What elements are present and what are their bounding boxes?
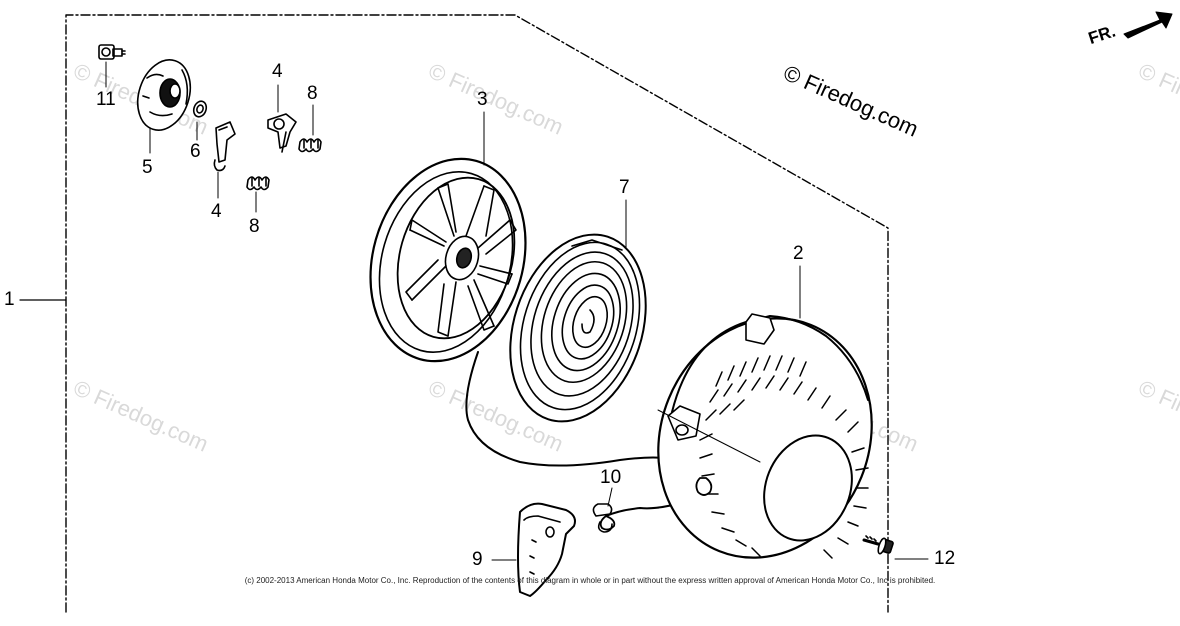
callout-9: 9	[472, 549, 483, 570]
starter-rope	[465, 351, 708, 517]
part-9-grip	[517, 502, 576, 597]
callout-2: 2	[793, 243, 804, 264]
callout-6: 6	[190, 141, 201, 162]
callout-3: 3	[477, 89, 488, 110]
part-2-starter-case	[657, 313, 873, 559]
part-3-reel	[369, 157, 527, 363]
callout-12: 12	[934, 548, 956, 569]
part-11-bolt	[98, 44, 126, 60]
part-7-spring	[509, 233, 647, 423]
fr-arrow-icon	[1123, 11, 1173, 39]
callout-8-upper: 8	[307, 83, 318, 104]
case-pointer-line	[657, 409, 761, 463]
part-4-ratchet-lower	[213, 121, 236, 172]
assembly-boundary	[65, 14, 889, 613]
callout-5: 5	[142, 157, 153, 178]
part-8-spring-upper	[298, 138, 322, 153]
part-6-clip	[192, 100, 208, 118]
copyright-notice: (c) 2002-2013 American Honda Motor Co., …	[244, 576, 936, 585]
part-5-cam	[136, 59, 192, 131]
callout-1: 1	[4, 289, 15, 310]
callout-10: 10	[600, 467, 622, 488]
part-8-spring-lower	[246, 176, 270, 191]
leader-line-10	[607, 487, 613, 507]
callout-4-lower: 4	[211, 201, 222, 222]
part-12-flange-bolt	[862, 535, 894, 555]
callout-8-lower: 8	[249, 216, 260, 237]
callout-4-upper: 4	[272, 61, 283, 82]
callout-7: 7	[619, 177, 630, 198]
part-4-ratchet-upper	[267, 113, 297, 153]
callout-11: 11	[96, 89, 116, 110]
